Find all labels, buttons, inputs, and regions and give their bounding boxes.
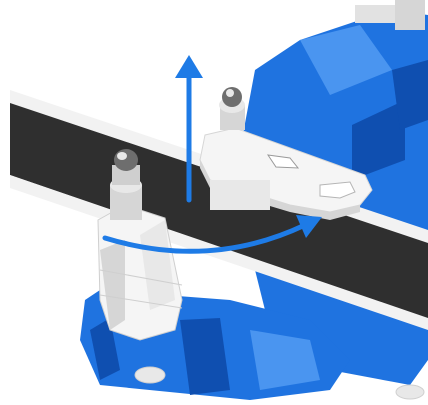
hex-nut-left (110, 149, 142, 193)
clamp-plate-right (199, 127, 373, 220)
arrow-up-icon (175, 55, 203, 203)
curved-rotate-arrow-icon (102, 215, 322, 254)
hex-nut-right (219, 87, 245, 130)
screw-bottom (134, 366, 425, 400)
clamp-block-left (97, 185, 183, 341)
